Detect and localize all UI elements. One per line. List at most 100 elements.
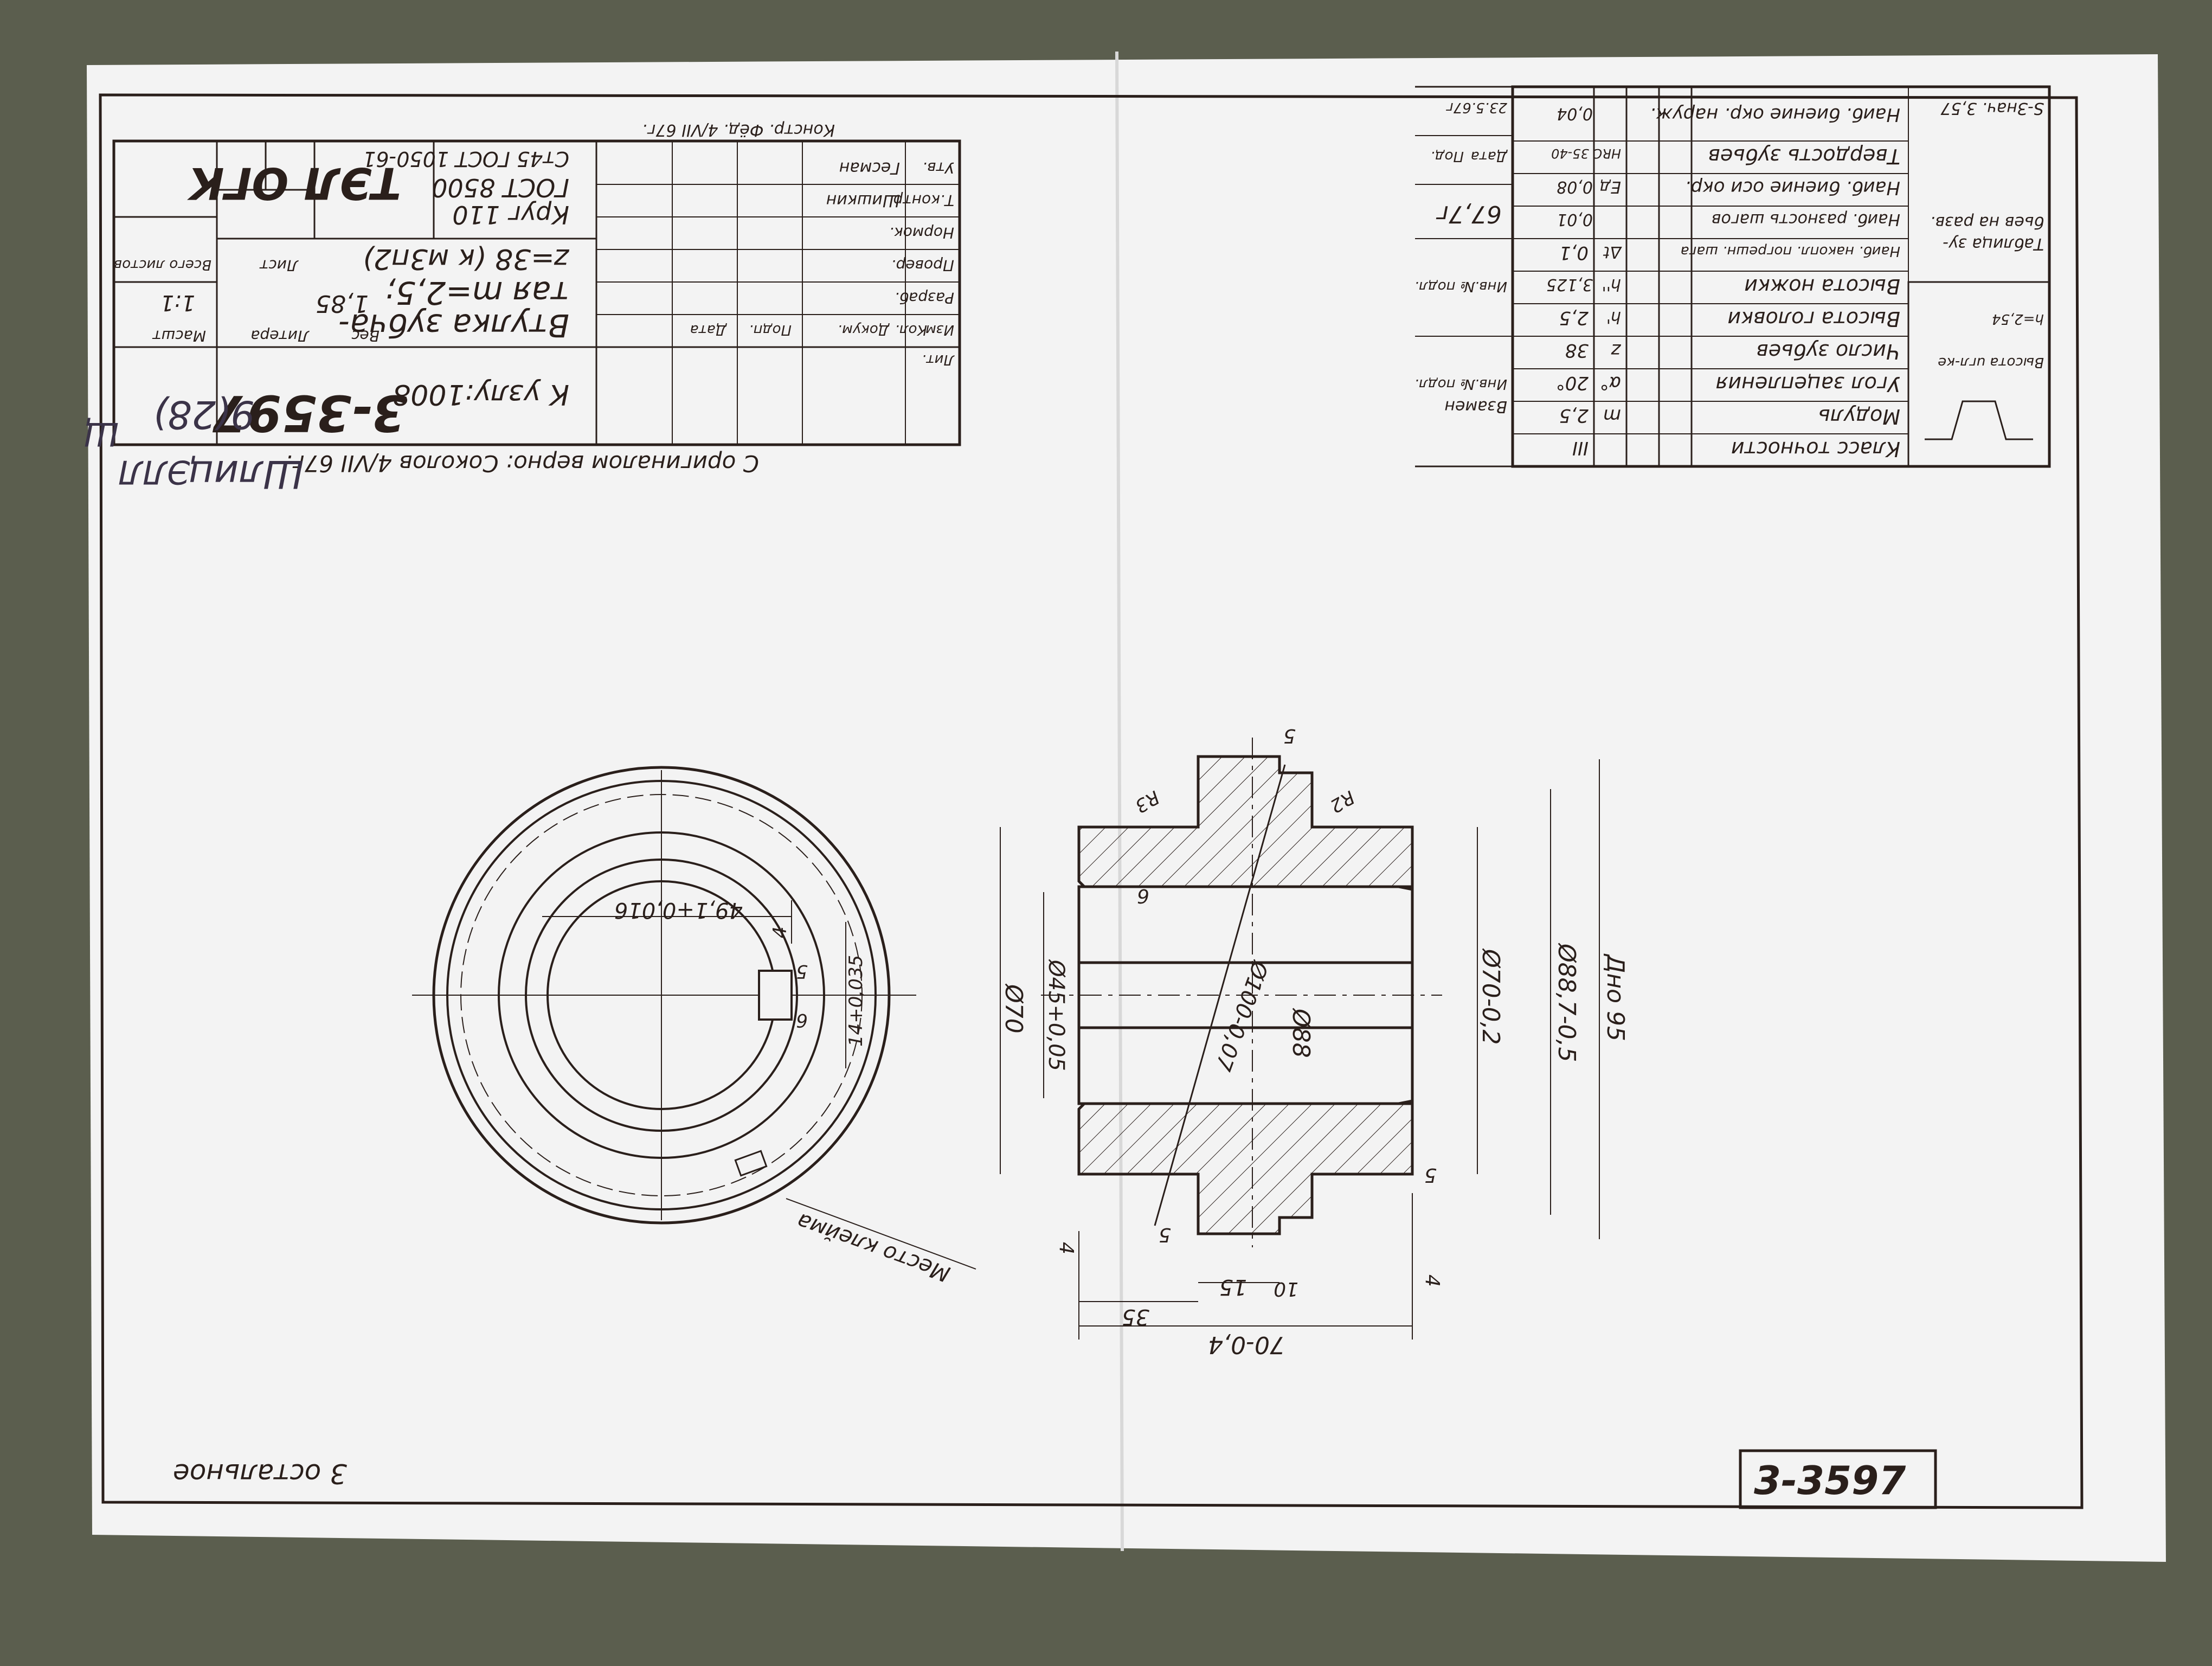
param-name-8: Наиб. биение оси окр. xyxy=(1685,177,1900,198)
param-val-8: 0,08 xyxy=(1557,177,1593,196)
material-3: Ст45 ГОСТ 1050-61 xyxy=(363,147,569,171)
params-table: Класс точности III Модуль m 2,5 Угол зац… xyxy=(1414,85,2051,468)
param-name-2: Угол зацепления xyxy=(1716,372,1900,396)
param-val-10: 0,04 xyxy=(1557,104,1593,123)
material-1: Круг 110 xyxy=(452,200,569,229)
organization: ТЭЛ ОГК xyxy=(187,158,401,208)
keyway xyxy=(758,970,793,1021)
finish-5c: 5 xyxy=(1424,1164,1437,1186)
dim-bore-tol: 49,1+0,016 xyxy=(614,898,743,922)
title-block: К узлу:1008 Втулка зубча- тая m=2,5; z=3… xyxy=(112,120,961,446)
finish-4a: 4 xyxy=(1055,1242,1077,1254)
pencil-note-3: 9(28) xyxy=(153,392,255,437)
part-name-1: Втулка зубча- xyxy=(338,307,569,344)
tooth-note-1: Таблица зу- xyxy=(1943,234,2044,253)
param-name-6: Наиб. накопл. погрешн. шага xyxy=(1681,243,1900,259)
dim-d88-outer: Ø88,7-0,5 xyxy=(1553,943,1580,1062)
konstr-note: Констр. Фёд. 4/VII 67г. xyxy=(642,120,835,139)
finish-key-3: 4 xyxy=(769,926,791,938)
stamp-place xyxy=(734,1150,768,1177)
param-val-2: 20° xyxy=(1556,372,1589,394)
pencil-note-4: Щ xyxy=(83,415,119,453)
dim-d88: Ø88 xyxy=(1287,1008,1315,1058)
side-label-4: Дата xyxy=(1471,148,1508,164)
drawing-number: 3-3597 xyxy=(213,384,407,442)
col-scale: Масшт xyxy=(152,327,206,345)
param-name-9: Твердость зубьев xyxy=(1708,144,1900,168)
rev-col-6: Дата xyxy=(690,322,727,338)
param-val-7: 0,01 xyxy=(1557,210,1593,229)
side-value-2: 23.5.67г xyxy=(1446,99,1507,116)
rev-col-3: Кол. xyxy=(895,322,927,338)
paper-sheet xyxy=(87,54,2166,1562)
param-val-4: 2,5 xyxy=(1559,307,1589,329)
dim-len15: 15 xyxy=(1219,1274,1247,1299)
param-sym-8: Ед xyxy=(1599,177,1621,196)
param-sym-3: z xyxy=(1611,339,1622,361)
param-sym-4: h' xyxy=(1606,307,1621,326)
role-5: Утв. xyxy=(922,159,954,177)
param-name-1: Модуль xyxy=(1818,405,1900,428)
corner-number-box xyxy=(1739,1449,1937,1509)
pencil-marks: Шлиц ЭЛЛ 9(28) Щ xyxy=(83,392,304,496)
assembly-ref: К узлу:1008 xyxy=(393,378,569,411)
copy-note: С оригиналом верно: Соколов 4/VII 67г. xyxy=(285,450,759,477)
finish-key-2: 6 xyxy=(796,1009,808,1031)
col-mass: Вес xyxy=(351,327,380,345)
dim-d95: Дно 95 xyxy=(1602,953,1629,1041)
sig-name-2: Гесман xyxy=(839,158,900,177)
dim-d45: Ø45+0,05 xyxy=(1044,959,1069,1071)
finish-key-1: 5 xyxy=(796,960,808,982)
rest-finish-note: 3 остальное xyxy=(173,1458,347,1489)
dim-d70: Ø70 xyxy=(1000,983,1027,1034)
dim-len35: 35 xyxy=(1122,1304,1149,1329)
dim-d70-mid: Ø70-0,2 xyxy=(1477,948,1504,1045)
side-label-2: Инв.№ подл. xyxy=(1414,376,1507,392)
finish-5a: 5 xyxy=(1283,725,1296,747)
finish-4b: 4 xyxy=(1421,1274,1443,1287)
sheet-label: Лист xyxy=(259,257,299,274)
param-name-5: Высота ножки xyxy=(1744,274,1900,298)
finish-5b: 5 xyxy=(1159,1223,1171,1246)
param-val-1: 2,5 xyxy=(1559,405,1589,426)
part-name-2: тая m=2,5; xyxy=(385,274,569,311)
pencil-note-1: Шлиц xyxy=(188,452,304,496)
tooth-note-4: Высота uгл-кe xyxy=(1938,354,2044,370)
param-name-0: Класс точности xyxy=(1731,437,1900,461)
rev-col-2: Изм xyxy=(925,322,954,338)
param-name-10: Наиб. биение окр. наруж. xyxy=(1650,104,1900,125)
param-name-3: Число зубьев xyxy=(1756,339,1900,363)
dim-len10: 10 xyxy=(1274,1278,1298,1300)
side-label-5: Под. xyxy=(1430,148,1464,164)
role-2: Провер. xyxy=(891,257,954,274)
dim-key-width: 14+0,035 xyxy=(845,955,867,1047)
param-val-5: 3,125 xyxy=(1546,275,1593,294)
param-name-7: Наиб. разность шагов xyxy=(1712,210,1900,229)
param-name-4: Высота головки xyxy=(1727,307,1900,331)
material-2: ГОСТ 8500 xyxy=(432,173,569,202)
tooth-note-3: S-Знач. 3,57 xyxy=(1940,99,2044,118)
rev-col-4: Докум. xyxy=(838,322,890,338)
role-4: Т.контр xyxy=(893,191,954,209)
param-val-9: HRC 35-40 xyxy=(1551,146,1621,161)
role-1: Разраб. xyxy=(895,289,954,307)
part-name-3: z=38 (к м3п2) xyxy=(363,242,570,275)
drawing-frame xyxy=(99,93,2084,1509)
rev-col-1: Лит. xyxy=(922,351,955,368)
sheets-label: Всего листов xyxy=(114,257,211,273)
sig-name-1: Шишкин xyxy=(826,191,900,210)
corner-number: 3-3597 xyxy=(1754,1458,1906,1503)
param-sym-6: Δt xyxy=(1603,242,1622,261)
side-value-1: 67,7г xyxy=(1436,200,1502,228)
role-3: Нормок. xyxy=(889,224,954,242)
side-label-1: Взамен xyxy=(1444,397,1507,416)
side-label-3: Инв.№ подл. xyxy=(1414,278,1507,294)
rev-col-5: Подп. xyxy=(749,322,792,338)
mass-value: 1,85 xyxy=(316,290,369,317)
finish-6a: 6 xyxy=(1137,885,1149,907)
scale-value: 1:1 xyxy=(160,290,195,315)
param-sym-2: α° xyxy=(1600,372,1621,394)
col-litera: Литера xyxy=(250,327,310,345)
param-val-3: 38 xyxy=(1565,339,1589,361)
